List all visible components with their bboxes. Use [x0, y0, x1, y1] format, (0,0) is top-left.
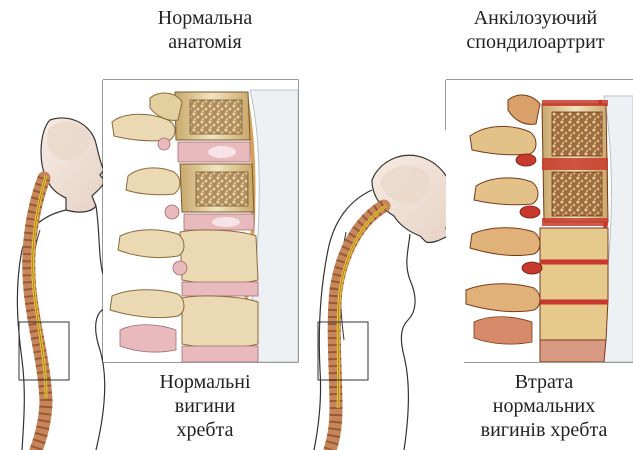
left-caption-line-3: хребта: [130, 418, 280, 442]
normal-figure: [17, 118, 107, 450]
right-caption-line-2: нормальних: [455, 394, 633, 418]
left-caption-line-2: вигини: [130, 394, 280, 418]
right-panel-caption: Втрата нормальних вигинів хребта: [455, 370, 633, 442]
normal-vertebrae-detail: [103, 80, 298, 362]
ankylosing-vertebrae-detail: [446, 80, 633, 362]
right-caption-line-1: Втрата: [455, 370, 633, 394]
left-caption-line-1: Нормальні: [130, 370, 280, 394]
ankylosing-figure: [314, 155, 455, 450]
left-panel-caption: Нормальні вигини хребта: [130, 370, 280, 442]
right-caption-line-3: вигинів хребта: [455, 418, 633, 442]
